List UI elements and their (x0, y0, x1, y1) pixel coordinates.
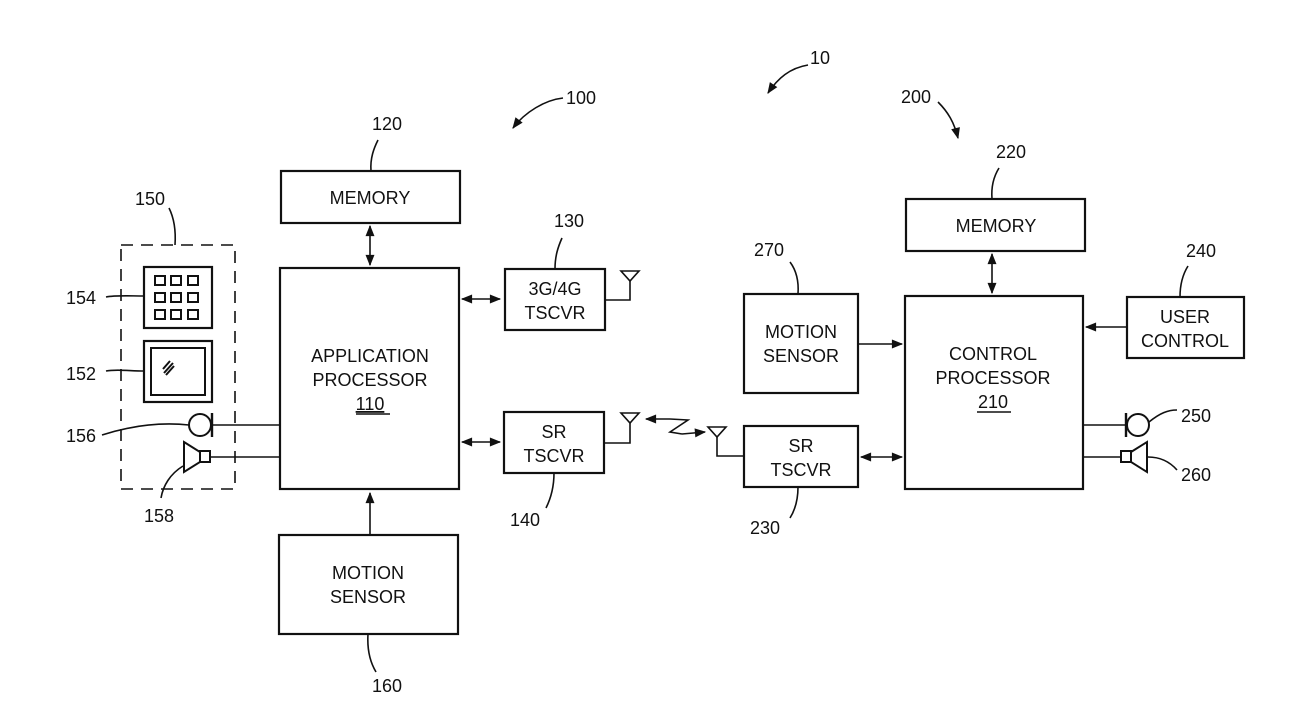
speaker-260: 260 (1083, 440, 1211, 485)
memory-120-block: MEMORY 120 (279, 114, 462, 225)
microphone-icon (1126, 413, 1150, 437)
memory-220-block: MEMORY 220 (904, 142, 1087, 253)
block-label: MEMORY (956, 216, 1037, 236)
3g4g-transceiver-130-block: 3G/4G TSCVR 130 (503, 211, 641, 332)
ref-label: 154 (66, 288, 96, 308)
ref-label: 160 (372, 676, 402, 696)
speaker-icon (1130, 440, 1148, 474)
block-label: PROCESSOR (935, 368, 1050, 388)
block-number: 110 (356, 394, 385, 414)
leader-line (160, 465, 184, 499)
leader-line (1147, 456, 1178, 471)
leader-line (101, 423, 190, 436)
ref-label: 230 (750, 518, 780, 538)
motion-sensor-160-block: MOTION SENSOR 160 (277, 533, 460, 696)
block-label: TSCVR (524, 303, 585, 323)
block-label: APPLICATION (311, 346, 429, 366)
leader-line (789, 486, 799, 519)
leader-line (1179, 265, 1189, 298)
block-label: MOTION (765, 322, 837, 342)
block-label: CONTROL (949, 344, 1037, 364)
antenna-feed (604, 423, 631, 444)
ref-arrow (767, 64, 809, 94)
microphone-icon (188, 413, 212, 437)
ref-label: 130 (554, 211, 584, 231)
block-number: 210 (978, 392, 1008, 412)
ref-label: 10 (810, 48, 830, 68)
control-processor-210-block: CONTROL PROCESSOR 210 (903, 294, 1085, 491)
leader-line (991, 167, 1000, 200)
ref-arrow (512, 97, 564, 129)
block-label: CONTROL (1141, 331, 1229, 351)
block-label: TSCVR (523, 446, 584, 466)
ref-label: 260 (1181, 465, 1211, 485)
block-label: SENSOR (330, 587, 406, 607)
display-152: 152 (66, 339, 214, 404)
ref-label: 140 (510, 510, 540, 530)
leader-line (168, 207, 177, 246)
antenna-icon (619, 270, 641, 283)
application-processor-110-block: APPLICATION PROCESSOR 110 (278, 266, 461, 491)
ref-label: 156 (66, 426, 96, 446)
leader-line (370, 139, 379, 172)
ref-label: 250 (1181, 406, 1211, 426)
antenna-feed (716, 437, 744, 457)
wireless-link (644, 414, 707, 438)
block-label: SR (788, 436, 813, 456)
display-icon (142, 339, 214, 404)
device-ref-200: 200 (901, 87, 960, 140)
leader-line (554, 237, 563, 270)
antenna-feed (605, 281, 631, 301)
user-interface-group-150: 150 154 152 156 (66, 189, 280, 526)
block-label: USER (1160, 307, 1210, 327)
ref-label: 150 (135, 189, 165, 209)
antenna-icon (619, 412, 641, 425)
ref-label: 270 (754, 240, 784, 260)
keypad-154: 154 (66, 265, 214, 330)
ref-label: 152 (66, 364, 96, 384)
ref-label: 100 (566, 88, 596, 108)
block-label: MEMORY (330, 188, 411, 208)
block-label: 3G/4G (528, 279, 581, 299)
ref-label: 220 (996, 142, 1026, 162)
leader-line (105, 294, 145, 298)
ref-arrow (937, 101, 960, 140)
microphone-250: 250 (1083, 406, 1211, 437)
user-control-240-block: USER CONTROL 240 (1125, 241, 1246, 360)
block-label: TSCVR (770, 460, 831, 480)
leader-line (367, 633, 377, 673)
sr-transceiver-140-block: SR TSCVR 140 (502, 410, 641, 530)
ref-label: 240 (1186, 241, 1216, 261)
ref-label: 158 (144, 506, 174, 526)
antenna-icon (706, 426, 728, 439)
speaker-158: 158 (144, 440, 280, 526)
motion-sensor-270-block: MOTION SENSOR 270 (742, 240, 860, 395)
leader-line (545, 472, 555, 509)
leader-line (1148, 409, 1178, 423)
leader-line (789, 261, 799, 295)
sr-transceiver-230-block: SR TSCVR 230 (706, 424, 860, 538)
system-ref-10: 10 (767, 48, 830, 94)
block-label: SENSOR (763, 346, 839, 366)
ref-label: 120 (372, 114, 402, 134)
speaker-icon (183, 440, 201, 474)
block-label: SR (541, 422, 566, 442)
microphone-156: 156 (66, 413, 280, 446)
block-label: PROCESSOR (312, 370, 427, 390)
block-label: MOTION (332, 563, 404, 583)
device-ref-100: 100 (512, 88, 596, 129)
leader-line (105, 369, 145, 372)
ref-label: 200 (901, 87, 931, 107)
